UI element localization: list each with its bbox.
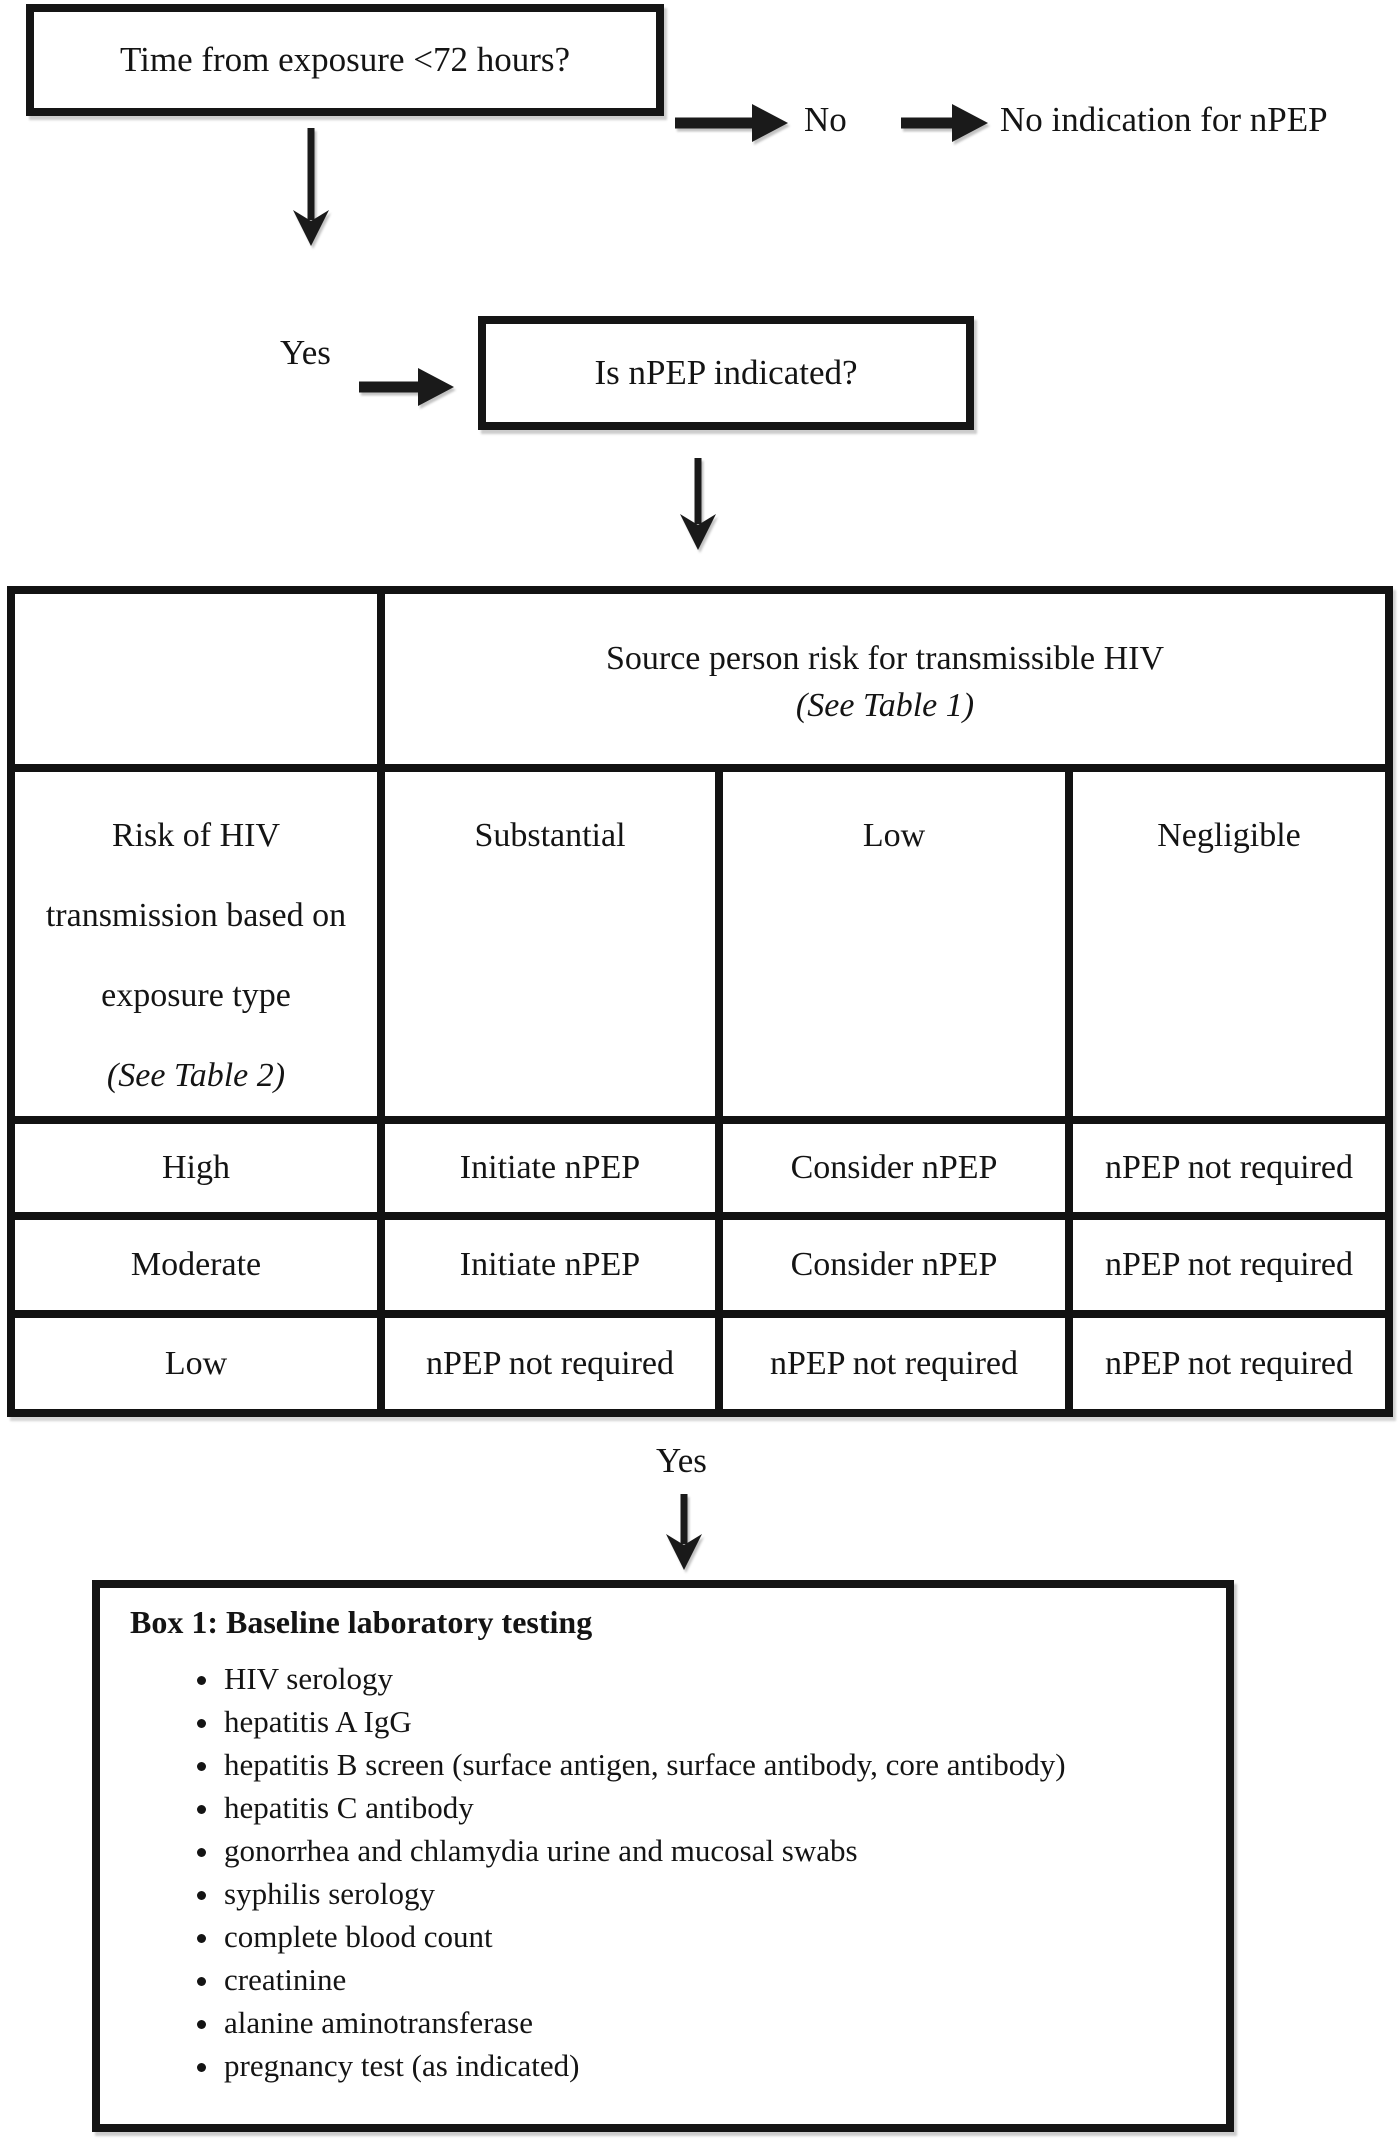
column-group-subtitle: (See Table 1): [795, 687, 975, 724]
lab-item: hepatitis B screen (surface antigen, sur…: [222, 1743, 1226, 1786]
box1-lab-list: HIV serology hepatitis A IgG hepatitis B…: [100, 1657, 1226, 2087]
lab-item: syphilis serology: [222, 1872, 1226, 1915]
row-group-line: Risk of HIV: [111, 817, 281, 854]
table-cell: nPEP not required: [385, 1318, 715, 1409]
lab-item: HIV serology: [222, 1657, 1226, 1700]
table-cell: Initiate nPEP: [385, 1220, 715, 1310]
lab-item: creatinine: [222, 1958, 1226, 2001]
column-group-title: Source person risk for transmissible HIV: [605, 640, 1165, 677]
lab-item: gonorrhea and chlamydia urine and mucosa…: [222, 1829, 1226, 1872]
column-header-negligible: Negligible: [1073, 772, 1385, 1116]
row-header-moderate: Moderate: [15, 1220, 377, 1310]
node-is-npep-indicated: Is nPEP indicated?: [478, 316, 974, 430]
table-corner-cell: [15, 594, 377, 764]
lab-item: hepatitis C antibody: [222, 1786, 1226, 1829]
node-time-from-exposure: Time from exposure <72 hours?: [26, 4, 664, 116]
table-cell: Consider nPEP: [723, 1124, 1065, 1212]
arrow-down-to-table-icon: [680, 458, 716, 550]
row-header-low: Low: [15, 1318, 377, 1409]
box1-baseline-laboratory-testing: Box 1: Baseline laboratory testing HIV s…: [92, 1580, 1234, 2132]
table-cell: Consider nPEP: [723, 1220, 1065, 1310]
row-group-subtitle: (See Table 2): [106, 1057, 286, 1094]
arrow-right-to-q2-icon: [359, 368, 454, 406]
row-group-line: transmission based on: [45, 897, 347, 934]
no-branch-label: No: [804, 100, 847, 139]
arrow-right-to-no-icon: [675, 104, 788, 142]
row-group-line: exposure type: [101, 977, 291, 1014]
lab-item: pregnancy test (as indicated): [222, 2044, 1226, 2087]
node-time-from-exposure-label: Time from exposure <72 hours?: [119, 40, 571, 79]
table-cell: nPEP not required: [1073, 1318, 1385, 1409]
no-outcome-label: No indication for nPEP: [1000, 100, 1328, 139]
arrow-down-to-box1-icon: [666, 1494, 702, 1570]
table-cell: nPEP not required: [1073, 1220, 1385, 1310]
table-cell: nPEP not required: [723, 1318, 1065, 1409]
table-cell: Initiate nPEP: [385, 1124, 715, 1212]
arrow-down-from-q1-icon: [293, 128, 329, 246]
yes-branch-label: Yes: [280, 333, 331, 372]
table-column-group-header: Source person risk for transmissible HIV…: [385, 594, 1385, 764]
arrow-right-to-outcome-icon: [901, 104, 988, 142]
lab-item: hepatitis A IgG: [222, 1700, 1226, 1743]
column-header-low: Low: [723, 772, 1065, 1116]
lab-item: complete blood count: [222, 1915, 1226, 1958]
table-row-group-header: Risk of HIV transmission based on exposu…: [15, 772, 377, 1116]
box1-title: Box 1: Baseline laboratory testing: [130, 1604, 593, 1640]
node-is-npep-indicated-label: Is nPEP indicated?: [594, 353, 858, 392]
risk-matrix-table: Source person risk for transmissible HIV…: [7, 586, 1393, 1417]
lab-item: alanine aminotransferase: [222, 2001, 1226, 2044]
yes-branch-label-2: Yes: [656, 1441, 707, 1480]
row-header-high: High: [15, 1124, 377, 1212]
column-header-substantial: Substantial: [385, 772, 715, 1116]
table-cell: nPEP not required: [1073, 1124, 1385, 1212]
